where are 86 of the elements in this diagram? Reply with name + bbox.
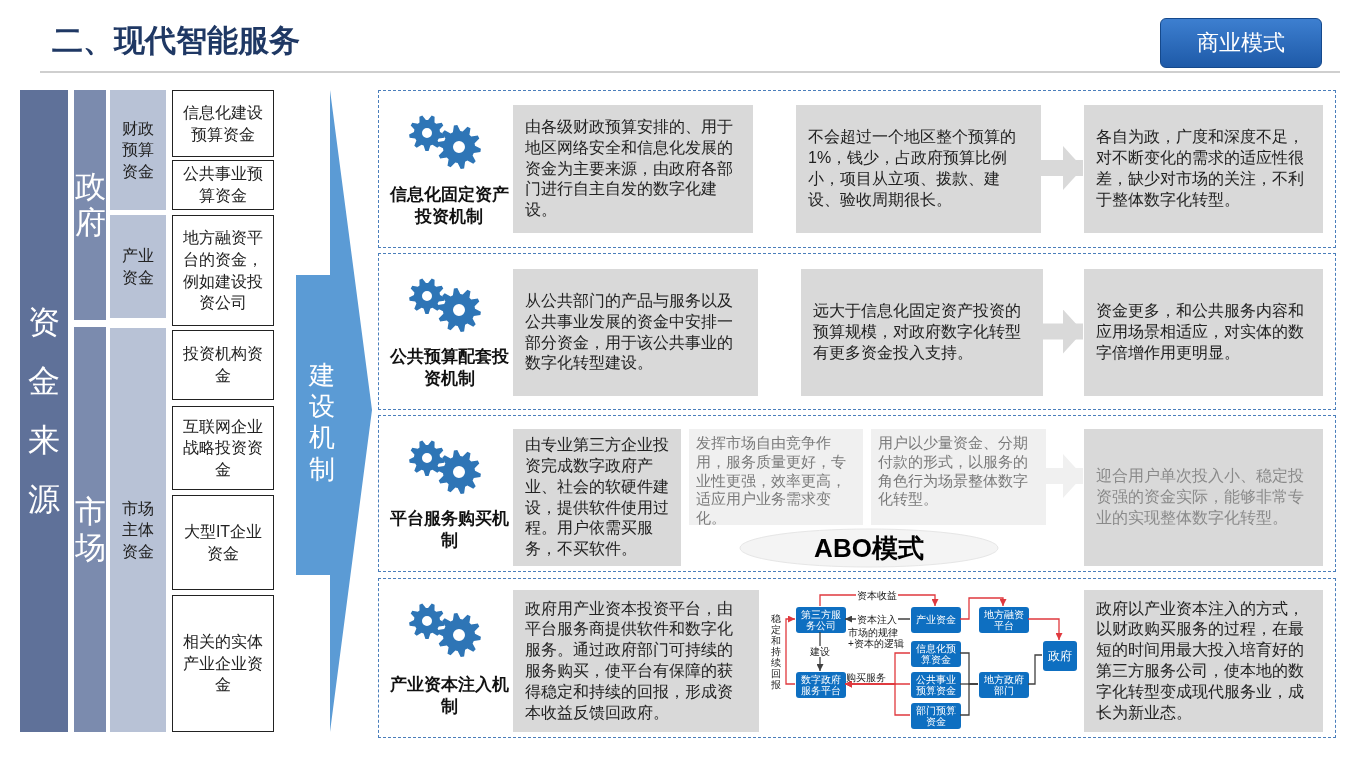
edge-label: 资本注入 (856, 613, 898, 625)
item-box (172, 330, 274, 400)
category-band (110, 90, 166, 210)
item-box (172, 160, 274, 210)
box-text: 地方融资平台的资金，例如建设投资公司 (182, 228, 264, 314)
item-box (172, 595, 274, 732)
text-panel (1084, 429, 1323, 566)
box-text: 公共事业预算资金 (915, 673, 957, 697)
edge-label: 建设 (809, 645, 831, 657)
connector-arrow (844, 680, 911, 716)
connector-arrow (785, 615, 796, 685)
row-title-text: 公共预算配套投资机制 (388, 345, 510, 390)
connector-arrow (959, 597, 1007, 620)
box-text: 部门预算资金 (915, 704, 957, 728)
box-text: 建设机制 (309, 360, 335, 485)
row-frame (378, 415, 1336, 572)
box-text: 商业模式 (1197, 29, 1285, 57)
row-frame (378, 253, 1336, 410)
row-frame (378, 578, 1336, 738)
category-band (110, 328, 166, 732)
row-title-text: 平台服务购买机制 (388, 507, 510, 552)
category-band (74, 327, 106, 732)
category-band (110, 215, 166, 318)
box-text: 投资机构资金 (182, 344, 264, 386)
box-text: 迎合用户单次投入小、稳定投资强的资金实际，能够非常专业的实现整体数字化转型。 (1096, 466, 1305, 528)
category-band (74, 90, 106, 320)
box-text: 各自为政，广度和深度不足，对不断变化的需求的适应性很差，缺少对市场的关注，不利于整体数字化转型。 (1096, 127, 1305, 210)
text-panel (513, 590, 759, 732)
box-text: 发挥市场自由竞争作用，服务质量更好，专业性更强，效率更高，适应用户业务需求变化。 (696, 434, 847, 528)
box-text: 由专业第三方企业投资完成数字政府产业、社会的软硬件建设，提供软件使用过程。用户依需买服务，不买软件。 (525, 435, 669, 560)
box-text: 公共事业预算资金 (182, 164, 264, 206)
text-panel (513, 429, 681, 566)
item-box (172, 90, 274, 157)
text-panel (796, 105, 1041, 233)
highlight-title: ABO模式 (814, 531, 924, 565)
chevron-arrow (1040, 146, 1083, 190)
text-panel (801, 269, 1043, 396)
text-panel (1084, 105, 1323, 233)
box-text: 第三方服务公司 (800, 608, 842, 632)
page-title: 二、现代智能服务 (52, 22, 300, 60)
item-box (172, 406, 274, 490)
box-text: 产业资金 (121, 245, 155, 288)
annotation-text: 市场的规律+资本的逻辑 (848, 627, 905, 649)
row-title-text: 信息化固定资产投资机制 (388, 183, 510, 228)
edge-label: 资本收益 (856, 589, 898, 601)
box-text: 数字政府服务平台 (800, 673, 842, 697)
box-text: 财政预算资金 (121, 118, 155, 182)
item-box (172, 495, 274, 590)
connector-arrow (816, 631, 824, 672)
box-text: 资金来源 (28, 302, 60, 520)
box-text: 市场主体资金 (121, 498, 155, 562)
box-text: 地方政府部门 (983, 673, 1025, 697)
connector-arrow (1027, 618, 1063, 641)
box-text: 资金更多，和公共服务内容和应用场景相适应，对实体的数字倍增作用更明显。 (1096, 301, 1305, 363)
box-text: 政府用产业资本投资平台，由平台服务商提供软件和数字化服务。通过政府部门可持续的服务购买，使平台有保障的获得稳定和持续的回报，形成资本收益反馈回政府。 (525, 598, 734, 723)
box-text: 市场 (74, 493, 106, 566)
row-title-text: 产业资本注入机制 (388, 673, 510, 718)
box-text: 政府 (1048, 647, 1072, 665)
box-text: 信息化预算资金 (915, 642, 957, 666)
box-text: 从公共部门的产品与服务以及公共事业发展的资金中安排一部分资金，用于该公共事业的数字化转型建设。 (525, 290, 734, 374)
row-frame (378, 90, 1336, 248)
box-text: 政府 (74, 169, 106, 241)
box-text: 由各级财政预算安排的、用于地区网络安全和信息化发展的资金为主要来源，由政府各部门进行自主自发的数字化建设。 (525, 117, 734, 221)
text-panel (513, 269, 758, 396)
box-text: 用户以少量资金、分期付款的形式，以服务的角色行为场景整体数字化转型。 (878, 434, 1029, 509)
category-band (20, 90, 68, 732)
item-box (172, 215, 274, 326)
edge-label: 稳定和持续回报 (771, 612, 781, 690)
text-panel (1084, 590, 1323, 732)
box-text: 远大于信息化固定资产投资的预算规模，对政府数字化转型有更多资金投入支持。 (813, 301, 1022, 363)
edge-label: 购买服务 (846, 671, 886, 683)
box-text: 不会超过一个地区整个预算的1%，钱少，占政府预算比例小，项目从立项、拨款、建设、验收周期很长。 (808, 127, 1017, 210)
text-panel (513, 105, 753, 233)
box-text: 相关的实体产业企业资金 (182, 632, 264, 696)
box-text: 政府以产业资本注入的方式，以财政购买服务的过程，在最短的时间用最大投入培育好的第三方服务公司，使本地的数字化转型变成现代服务业，成长为新业态。 (1096, 598, 1305, 723)
box-text: 信息化建设预算资金 (182, 102, 264, 145)
box-text: 地方融资平台 (983, 608, 1025, 632)
chevron-arrow (1045, 454, 1083, 498)
box-text: 大型IT企业资金 (182, 521, 264, 564)
section-tab (1160, 18, 1322, 68)
chevron-arrow (1042, 309, 1083, 354)
box-text: 互联网企业战略投资资金 (182, 416, 264, 480)
flow-box (911, 607, 961, 633)
text-panel (1084, 269, 1323, 396)
box-text: 产业资金 (915, 614, 957, 626)
flow-box (1043, 641, 1077, 671)
